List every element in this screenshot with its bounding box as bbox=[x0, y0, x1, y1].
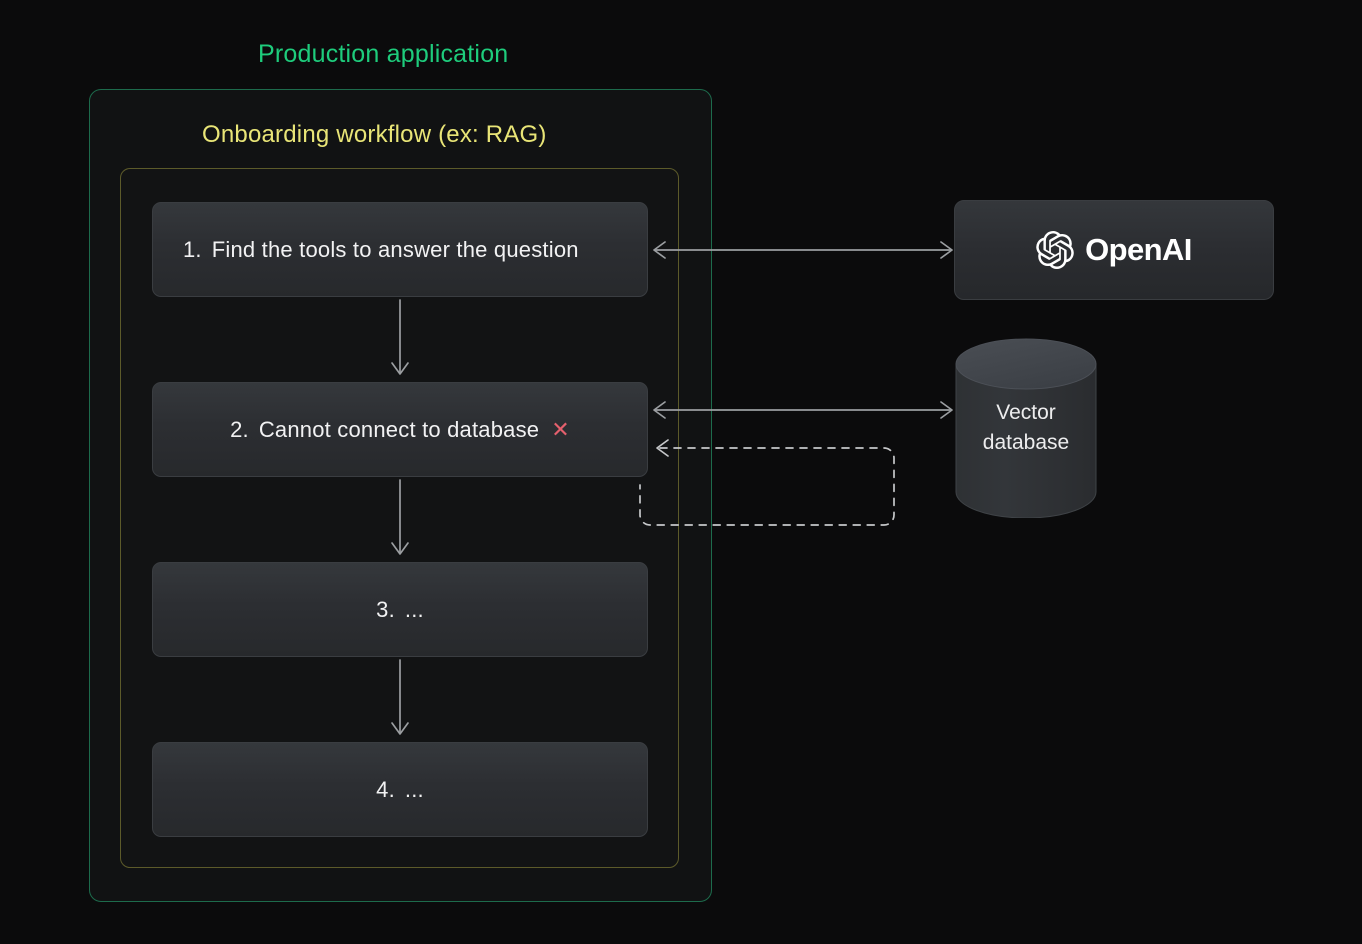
workflow-step-4[interactable]: 4. ... bbox=[152, 742, 648, 837]
openai-logo-icon bbox=[1036, 231, 1074, 269]
step-3-number: 3. bbox=[376, 596, 395, 622]
workflow-step-3[interactable]: 3. ... bbox=[152, 562, 648, 657]
openai-service-label: OpenAI bbox=[1085, 232, 1192, 267]
production-application-label: Production application bbox=[258, 40, 509, 68]
step-2-number: 2. bbox=[230, 416, 249, 442]
openai-service-node[interactable]: OpenAI bbox=[954, 200, 1274, 300]
onboarding-workflow-label: Onboarding workflow (ex: RAG) bbox=[202, 121, 547, 148]
step-4-number: 4. bbox=[376, 776, 395, 802]
workflow-step-2[interactable]: 2. Cannot connect to database ✕ bbox=[152, 382, 648, 477]
step-4-text: ... bbox=[404, 776, 424, 802]
cylinder-shape bbox=[955, 338, 1097, 519]
workflow-step-1[interactable]: 1. Find the tools to answer the question bbox=[152, 202, 648, 297]
step-1-text: Find the tools to answer the question bbox=[211, 236, 579, 262]
step-3-text: ... bbox=[404, 596, 424, 622]
step-2-text: Cannot connect to database bbox=[258, 416, 540, 442]
error-x-icon: ✕ bbox=[551, 416, 570, 442]
step-1-number: 1. bbox=[183, 236, 202, 262]
vector-database-node[interactable]: Vector database bbox=[954, 338, 1098, 519]
